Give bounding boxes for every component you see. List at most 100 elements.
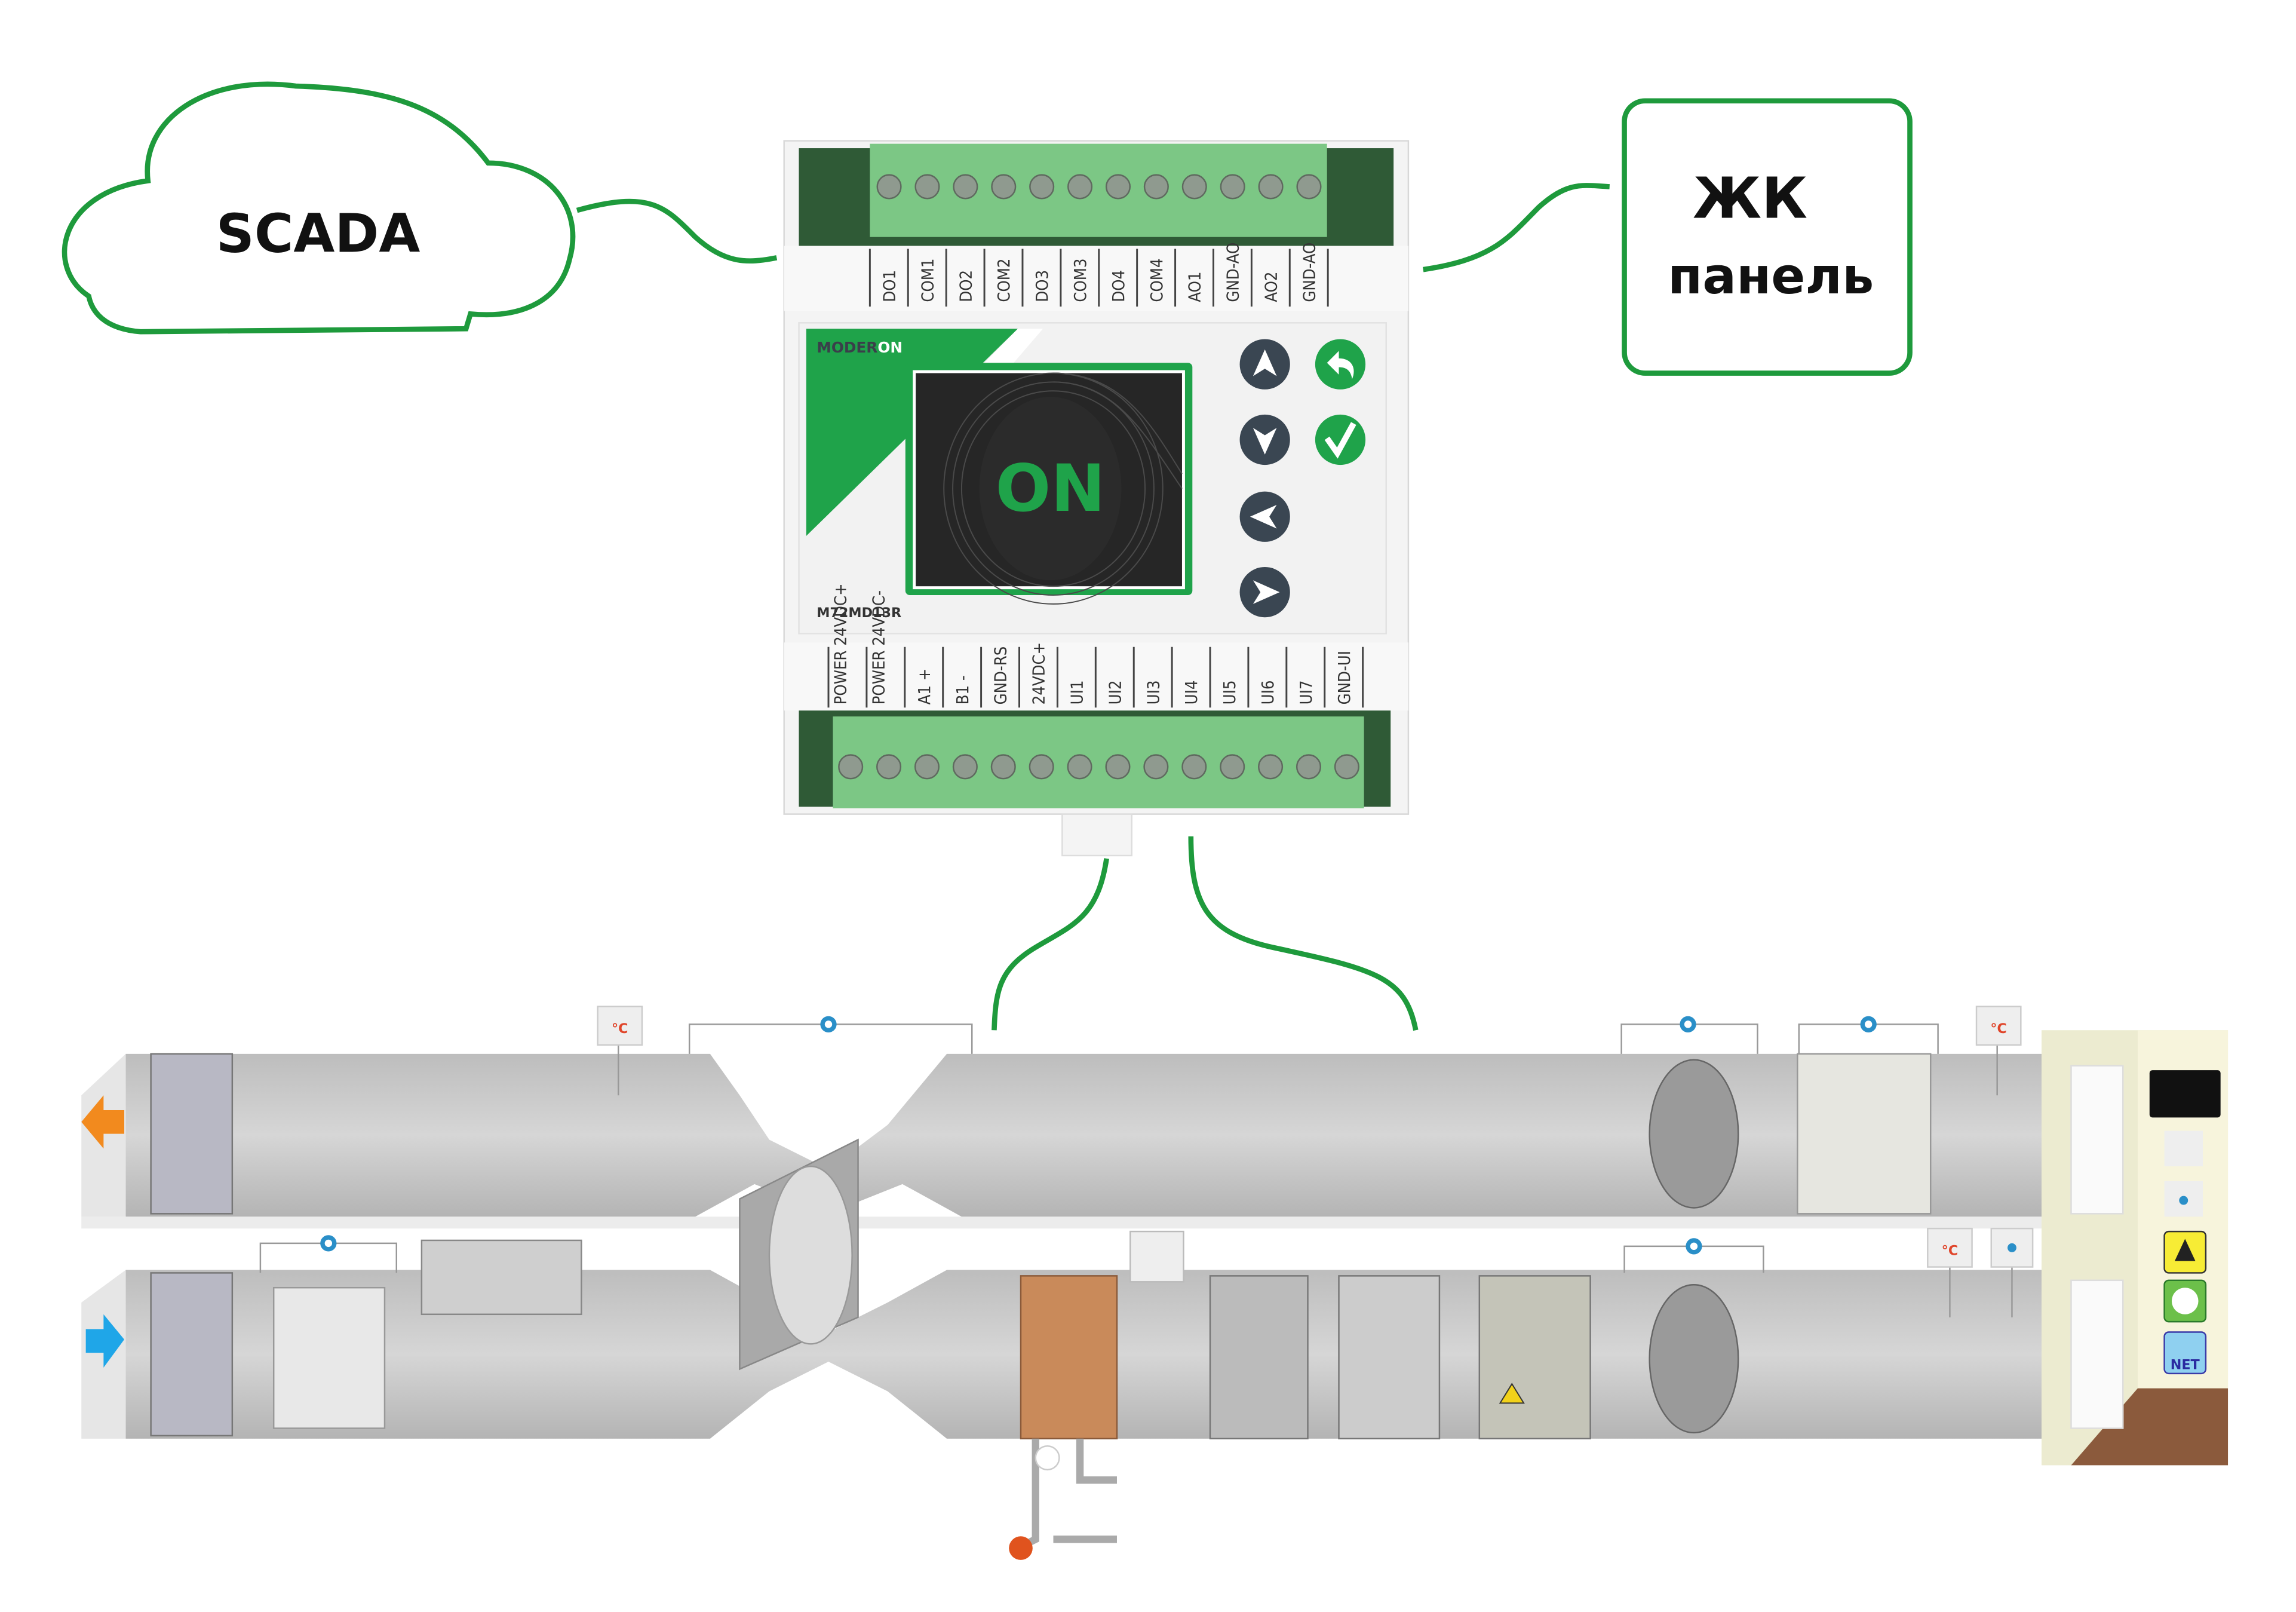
top-terminal-label: AO1 [1186,271,1205,302]
exhaust-fan [1649,1059,1739,1209]
terminal-screw[interactable] [914,174,940,200]
terminal-screw[interactable] [838,754,864,780]
supply-arrow-icon [85,1314,125,1368]
lcd-panel-line2: панель [1668,247,1874,305]
svg-text:°C: °C [612,1021,628,1037]
terminal-screw[interactable] [990,754,1016,780]
pressure-sensor-icon [320,1235,337,1252]
bottom-terminal-label: 24VDC+ [1030,642,1049,704]
pump-icon [1009,1536,1033,1560]
supply-filter [272,1286,386,1429]
svg-text:°C: °C [1942,1243,1959,1259]
valve-actuator [1129,1230,1184,1283]
terminal-screw[interactable] [1334,754,1359,780]
ok-button[interactable] [1315,414,1366,465]
top-terminal-label: COM3 [1072,259,1090,302]
network-icon: NET [2163,1331,2207,1375]
humidifier [1338,1275,1441,1440]
back-icon [1327,351,1354,379]
bottom-terminal-label: UI1 [1069,681,1087,705]
electric-heater [1478,1275,1591,1440]
supply-damper [150,1272,234,1437]
terminal-screw[interactable] [1143,174,1169,200]
supply-fan [1649,1284,1739,1434]
terminal-screw[interactable] [1067,754,1092,780]
scada-link [576,198,778,263]
bottom-terminal-label: GND-RS [992,646,1011,705]
bottom-terminal-label: UI3 [1144,681,1163,705]
terminal-screw[interactable] [1105,754,1131,780]
terminal-screw[interactable] [1181,754,1207,780]
heater-coil [1020,1275,1118,1440]
check-icon [1324,422,1356,459]
terminal-screw[interactable] [1105,174,1131,200]
arrow-down-icon [1253,428,1277,455]
bottom-terminal-label: POWER 24VDC- [870,590,889,704]
top-terminal-label: COM1 [919,259,937,302]
cooler [1209,1275,1309,1440]
bottom-terminal-label: GND-UI [1336,651,1354,704]
arrow-up-icon [1253,349,1277,376]
terminal-screw[interactable] [914,754,940,780]
terminal-screw[interactable] [991,174,1017,200]
lcd-link [1423,183,1610,272]
terminal-screw[interactable] [1258,754,1284,780]
top-terminal-label: GND-AO [1300,243,1319,302]
exhaust-filter [1797,1053,1932,1215]
terminal-screw[interactable] [1143,754,1169,780]
do-link [1188,836,1419,1031]
top-terminal-label: COM4 [1148,259,1167,302]
lcd-panel-box[interactable]: ЖК панель [1622,98,1913,376]
pressure-sensor-icon [1680,1016,1696,1032]
exhaust-damper [150,1053,234,1215]
down-button[interactable] [1239,414,1290,465]
terminal-screw[interactable] [953,174,978,200]
terminal-screw[interactable] [1029,174,1055,200]
bottom-terminal-label: UI6 [1259,681,1278,705]
terminal-screw[interactable] [1220,754,1245,780]
terminal-screw[interactable] [876,754,902,780]
connection-lines [576,183,1610,1031]
terminal-screw[interactable] [1029,754,1054,780]
temperature-sensor-icon [2164,1130,2203,1167]
terminal-screw[interactable] [1067,174,1093,200]
terminal-screw[interactable] [952,754,978,780]
terminal-screw[interactable] [1181,174,1207,200]
terminal-screw[interactable] [1220,174,1245,200]
connector-tab [1061,813,1132,857]
back-button[interactable] [1315,339,1366,390]
bottom-terminal-label: POWER 24VDC+ [832,583,851,704]
pressure-sensor-icon [1686,1238,1702,1255]
bottom-terminal-label: A1 + [916,669,934,705]
terminal-screw[interactable] [1296,174,1322,200]
top-terminal-label: DO1 [880,270,899,302]
top-terminal-label: GND-AO [1224,243,1243,302]
temperature-sensor: °C [1927,1227,1973,1268]
bypass-damper [420,1239,582,1316]
pressure-sensor-icon [820,1016,837,1032]
temperature-sensor: °C [1975,1006,2022,1046]
left-button[interactable] [1239,491,1290,542]
water-temp-sensor [1035,1445,1060,1471]
top-terminal-label: DO2 [957,270,975,302]
svg-text:NET: NET [2171,1357,2200,1372]
terminal-screw[interactable] [1258,174,1284,200]
up-button[interactable] [1239,339,1290,390]
screen-on-text: ON [996,450,1106,526]
temperature-sensor: °C [597,1006,643,1046]
top-terminal-label: DO3 [1033,270,1052,302]
pressure-sensor-icon [1860,1016,1877,1032]
svg-text:°C: °C [1990,1021,2007,1037]
right-button[interactable] [1239,566,1290,618]
brand-logo: MODERON [817,339,903,356]
bottom-terminal-label: UI7 [1297,681,1316,705]
terminal-screw[interactable] [1296,754,1322,780]
terminal-screw[interactable] [876,174,902,200]
scada-cloud[interactable]: SCADA [62,81,576,335]
arrow-left-icon [1250,504,1277,529]
model-label: M72MD13R [817,605,901,621]
exhaust-arrow-icon [81,1095,125,1149]
arrow-right-icon [1253,580,1280,604]
